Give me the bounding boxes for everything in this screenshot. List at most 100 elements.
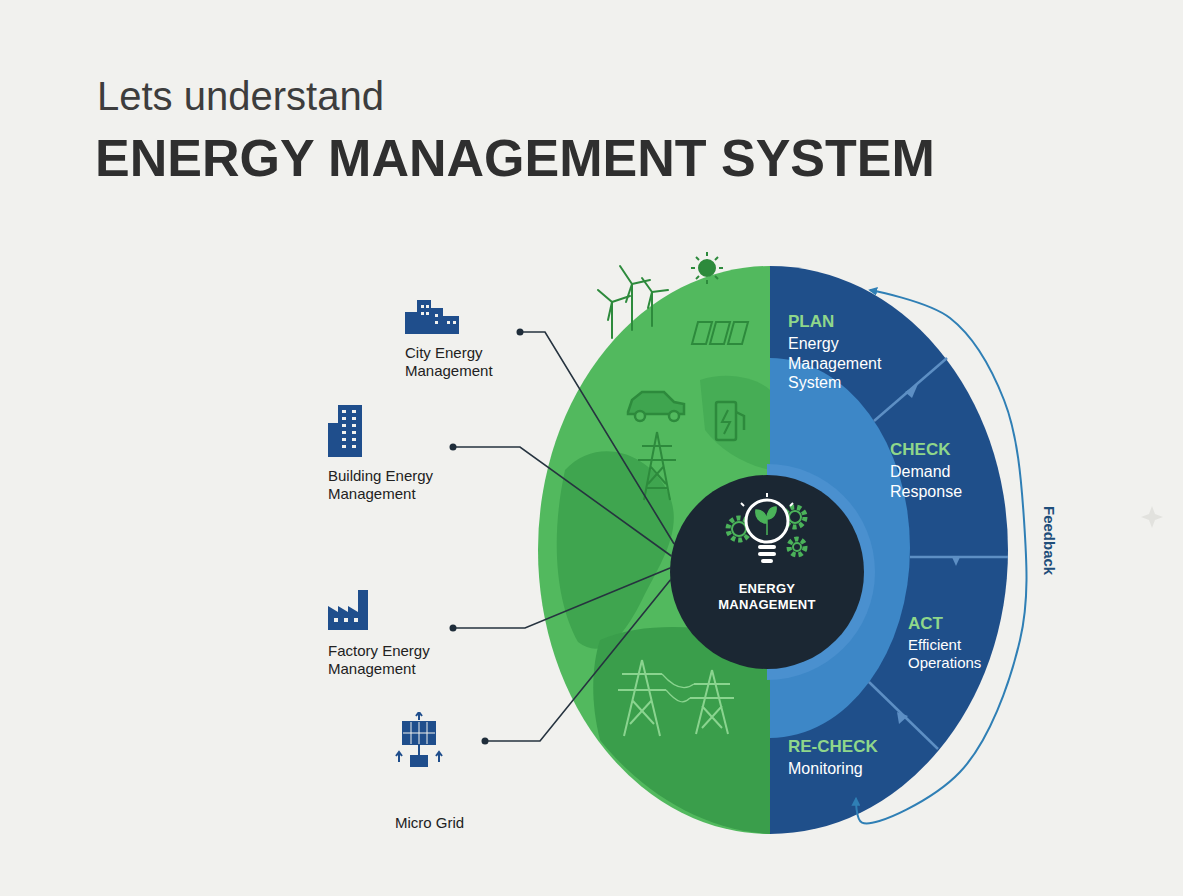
phase-heading: CHECK <box>890 440 1000 460</box>
center-icon-part <box>746 500 788 542</box>
blue-half <box>770 266 1008 834</box>
sun <box>691 252 723 284</box>
charging-station <box>716 402 744 440</box>
electric-car <box>635 411 645 421</box>
center-icon-part <box>793 543 801 551</box>
building-icon-part <box>342 431 346 434</box>
city-icon-part <box>421 305 424 308</box>
building-icon-part <box>352 438 356 441</box>
sun <box>696 276 699 279</box>
center-icon-part <box>756 507 776 535</box>
center-icon-part <box>758 545 776 549</box>
phase-text: Energy Management System <box>788 334 903 392</box>
application-item: Micro Grid <box>395 712 485 832</box>
center-icon-part <box>761 559 773 563</box>
building-icon-part <box>352 417 356 420</box>
factory-icon-part <box>354 618 358 622</box>
sun <box>706 280 708 284</box>
core-label: ENERGY MANAGEMENT <box>707 581 827 614</box>
segment-notches <box>897 384 960 724</box>
charging-station <box>736 412 744 430</box>
building-icon-part <box>342 438 346 441</box>
application-item: Factory Energy Management <box>328 590 453 678</box>
leader-line <box>520 332 674 544</box>
segment-notches <box>905 384 918 398</box>
city-icon-part <box>447 321 450 324</box>
micro-icon-part <box>396 712 442 762</box>
city-icon-part <box>431 308 443 334</box>
micro-icon-part <box>403 722 435 744</box>
factory-icon <box>328 590 372 630</box>
micro-icon <box>395 712 443 770</box>
wind-turbines <box>626 284 632 302</box>
solar-panels <box>692 322 748 344</box>
wind-turbines <box>642 278 652 292</box>
sparkle <box>1141 506 1163 528</box>
transmission-towers <box>618 660 666 736</box>
charging-station <box>722 410 730 434</box>
application-item: Building Energy Management <box>328 405 453 503</box>
building-icon-part <box>338 405 362 457</box>
application-item: City Energy Management <box>405 296 520 380</box>
sun <box>715 276 718 279</box>
green-half <box>700 376 770 470</box>
sun <box>699 260 715 276</box>
center-icon-part <box>758 552 776 556</box>
center-icon <box>719 489 815 577</box>
transmission-towers <box>662 674 694 702</box>
wind-turbines <box>598 266 668 338</box>
city-icon-part <box>453 321 456 324</box>
city-icon-part <box>435 321 438 324</box>
phase-heading: PLAN <box>788 312 903 332</box>
sun <box>719 267 723 269</box>
building-icon-part <box>352 410 356 413</box>
blue-half <box>767 266 1008 834</box>
sun <box>706 252 708 256</box>
cycle-segment: ACTEfficient Operations <box>908 610 998 676</box>
building-icon-part <box>328 405 362 457</box>
factory-icon-part <box>344 618 348 622</box>
city-icon-part <box>421 312 424 315</box>
building-icon-part <box>352 431 356 434</box>
building-icon-part <box>342 410 346 413</box>
city-icon-part <box>426 312 429 315</box>
wind-turbines <box>608 302 612 320</box>
wind-turbines <box>648 292 652 308</box>
item-label: Micro Grid <box>395 814 485 832</box>
segment-dividers <box>869 358 1008 749</box>
transmission-towers <box>690 670 734 734</box>
electric-car <box>669 411 679 421</box>
green-half <box>557 451 674 648</box>
micro-icon-part <box>403 722 435 744</box>
feedback-arrow <box>856 290 1027 823</box>
city-icon-part <box>405 312 417 334</box>
sun <box>696 257 699 260</box>
line-dot <box>482 738 489 745</box>
building-icon-part <box>352 424 356 427</box>
center-icon-part <box>728 493 805 563</box>
phase-heading: RE-CHECK <box>788 737 908 757</box>
cycle-segment: RE-CHECKMonitoring <box>788 733 908 799</box>
center-icon-part <box>741 503 744 506</box>
wind-turbines <box>598 290 612 302</box>
power-pylon <box>638 432 676 500</box>
city-icon-part <box>405 300 459 334</box>
micro-icon-part <box>396 712 442 766</box>
center-icon-part <box>789 539 805 555</box>
city-icon-part <box>417 300 431 334</box>
building-icon-part <box>342 424 346 427</box>
city-icon-part <box>426 305 429 308</box>
wind-turbines <box>620 266 632 284</box>
electric-car <box>628 392 684 421</box>
wind-turbines <box>631 284 633 330</box>
sparkle <box>1141 506 1163 528</box>
segment-notches <box>897 712 908 724</box>
segment-dividers <box>874 358 947 421</box>
wind-turbines <box>652 290 668 292</box>
building-icon <box>328 405 372 457</box>
sun <box>715 257 718 260</box>
edge-label: Feedback <box>1041 506 1058 575</box>
building-icon-part <box>342 417 346 420</box>
cycle-segment: CHECKDemand Response <box>890 436 1000 505</box>
leader-line <box>453 568 670 628</box>
